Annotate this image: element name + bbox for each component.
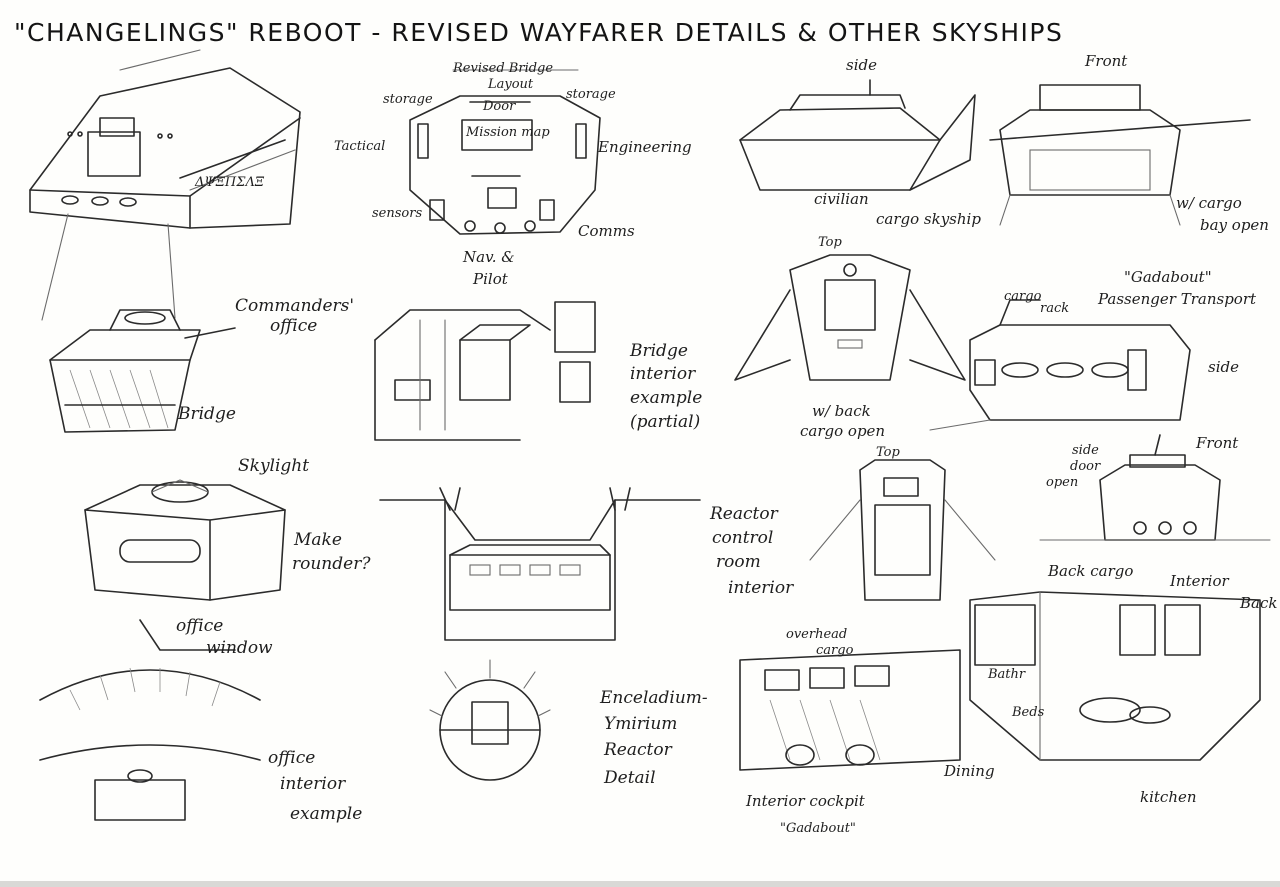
cargo-bay-label-1: w/ cargo <box>1176 194 1242 212</box>
top-label-2: Top <box>876 445 900 460</box>
reactor-detail-label-2: Ymirium <box>604 714 678 734</box>
door-label: Door <box>483 99 516 114</box>
commanders-label-2: office <box>270 316 318 336</box>
reactor-control-room-sketch <box>379 487 701 641</box>
wayfarer-ship-sketch <box>29 49 301 321</box>
cargo-skyship-front-sketch <box>989 84 1251 226</box>
cargo-bay-label-2: bay open <box>1200 216 1269 234</box>
commanders-label-1: Commanders' <box>235 296 355 316</box>
reactor-control-label-3: room <box>716 552 761 572</box>
back-cargo-label-2: cargo open <box>800 422 886 440</box>
office-interior-label-2: interior <box>280 774 346 794</box>
office-interior-label-1: office <box>268 748 316 768</box>
cargo-skyship-side-sketch <box>739 79 976 191</box>
interior-back-label-2: Back <box>1240 594 1278 612</box>
cockpit-label-2: "Gadabout" <box>780 821 856 836</box>
storage-left-label: storage <box>383 92 433 107</box>
gadabout-label-1: "Gadabout" <box>1124 268 1212 286</box>
office-interior-label-3: example <box>290 804 363 824</box>
layout-label: Layout <box>488 77 534 92</box>
side-door-label-2: door <box>1070 459 1101 474</box>
mission-map-label: Mission map <box>466 125 550 140</box>
bridge-interior-sketch <box>374 301 596 441</box>
interior-back-label-1: Interior <box>1170 572 1229 590</box>
reactor-detail-label-3: Reactor <box>604 740 672 760</box>
storage-right-label: storage <box>566 87 616 102</box>
bridge-module-sketch <box>49 309 236 433</box>
revised-bridge-label: Revised Bridge <box>453 61 554 76</box>
comms-label: Comms <box>578 222 635 240</box>
scan-bottom-edge <box>0 881 1280 887</box>
skylight-module-sketch <box>84 479 286 651</box>
side-door-label-1: side <box>1072 443 1099 458</box>
top-label-1: Top <box>818 235 842 250</box>
bridge-interior-label-1: Bridge <box>630 341 688 361</box>
gadabout-front-2-sketch <box>1039 434 1271 541</box>
bridge-interior-label-3: example <box>630 388 703 408</box>
gadabout-top-sketch <box>734 254 966 381</box>
civilian-label-1: civilian <box>814 190 869 208</box>
office-window-label-1: office <box>176 616 224 636</box>
dining-label: Dining <box>944 762 995 780</box>
cockpit-label-1: Interior cockpit <box>746 792 865 810</box>
civilian-label-2: cargo skyship <box>876 210 981 228</box>
reactor-core-sketch <box>429 659 551 781</box>
reactor-detail-label-4: Detail <box>604 768 656 788</box>
bathroom-label: Bathr <box>988 667 1026 682</box>
reactor-control-label-2: control <box>712 528 774 548</box>
overhead-label-1: overhead <box>786 627 848 642</box>
hull-text: ΔΨΞΠΣΛΞ <box>195 175 264 190</box>
tactical-label: Tactical <box>334 139 386 154</box>
nav-pilot-label-2: Pilot <box>473 270 508 288</box>
make-rounder-label-1: Make <box>294 530 342 550</box>
cargo-rack-label-1: cargo <box>1004 289 1042 304</box>
office-interior-sketch <box>39 667 261 821</box>
back-cargo-caption: Back cargo <box>1048 562 1134 580</box>
gadabout-label-2: Passenger Transport <box>1098 290 1257 308</box>
reactor-control-label-4: interior <box>728 578 794 598</box>
cargo-rack-label-2: rack <box>1040 301 1070 316</box>
overhead-label-2: cargo <box>816 643 854 658</box>
front-label: Front <box>1085 52 1128 70</box>
office-window-label-2: window <box>206 638 273 658</box>
reactor-detail-label-1: Enceladium- <box>600 688 708 708</box>
nav-pilot-label-1: Nav. & <box>463 248 515 266</box>
gadabout-side-sketch <box>929 299 1191 431</box>
sheet-title: "CHANGELINGS" REBOOT - REVISED WAYFARER … <box>14 18 1064 47</box>
bridge-layout-sketch <box>409 69 601 235</box>
make-rounder-label-2: rounder? <box>292 554 371 574</box>
side-label: side <box>846 56 877 74</box>
side-door-label-3: open <box>1046 475 1079 490</box>
gadabout-interior-sketch <box>969 591 1261 761</box>
front-label-2: Front <box>1196 434 1239 452</box>
bridge-label: Bridge <box>178 404 236 424</box>
kitchen-label: kitchen <box>1140 788 1197 806</box>
sensors-label: sensors <box>372 206 423 221</box>
bridge-interior-label-4: (partial) <box>630 412 701 432</box>
back-cargo-label-1: w/ back <box>812 402 871 420</box>
beds-label: Beds <box>1012 705 1045 720</box>
bridge-interior-label-2: interior <box>630 364 696 384</box>
engineering-label: Engineering <box>598 138 692 156</box>
gadabout-top-2-sketch <box>809 459 996 601</box>
skylight-label: Skylight <box>238 456 310 476</box>
cockpit-interior-sketch <box>739 649 961 771</box>
reactor-control-label-1: Reactor <box>710 504 778 524</box>
side-label-2: side <box>1208 358 1239 376</box>
